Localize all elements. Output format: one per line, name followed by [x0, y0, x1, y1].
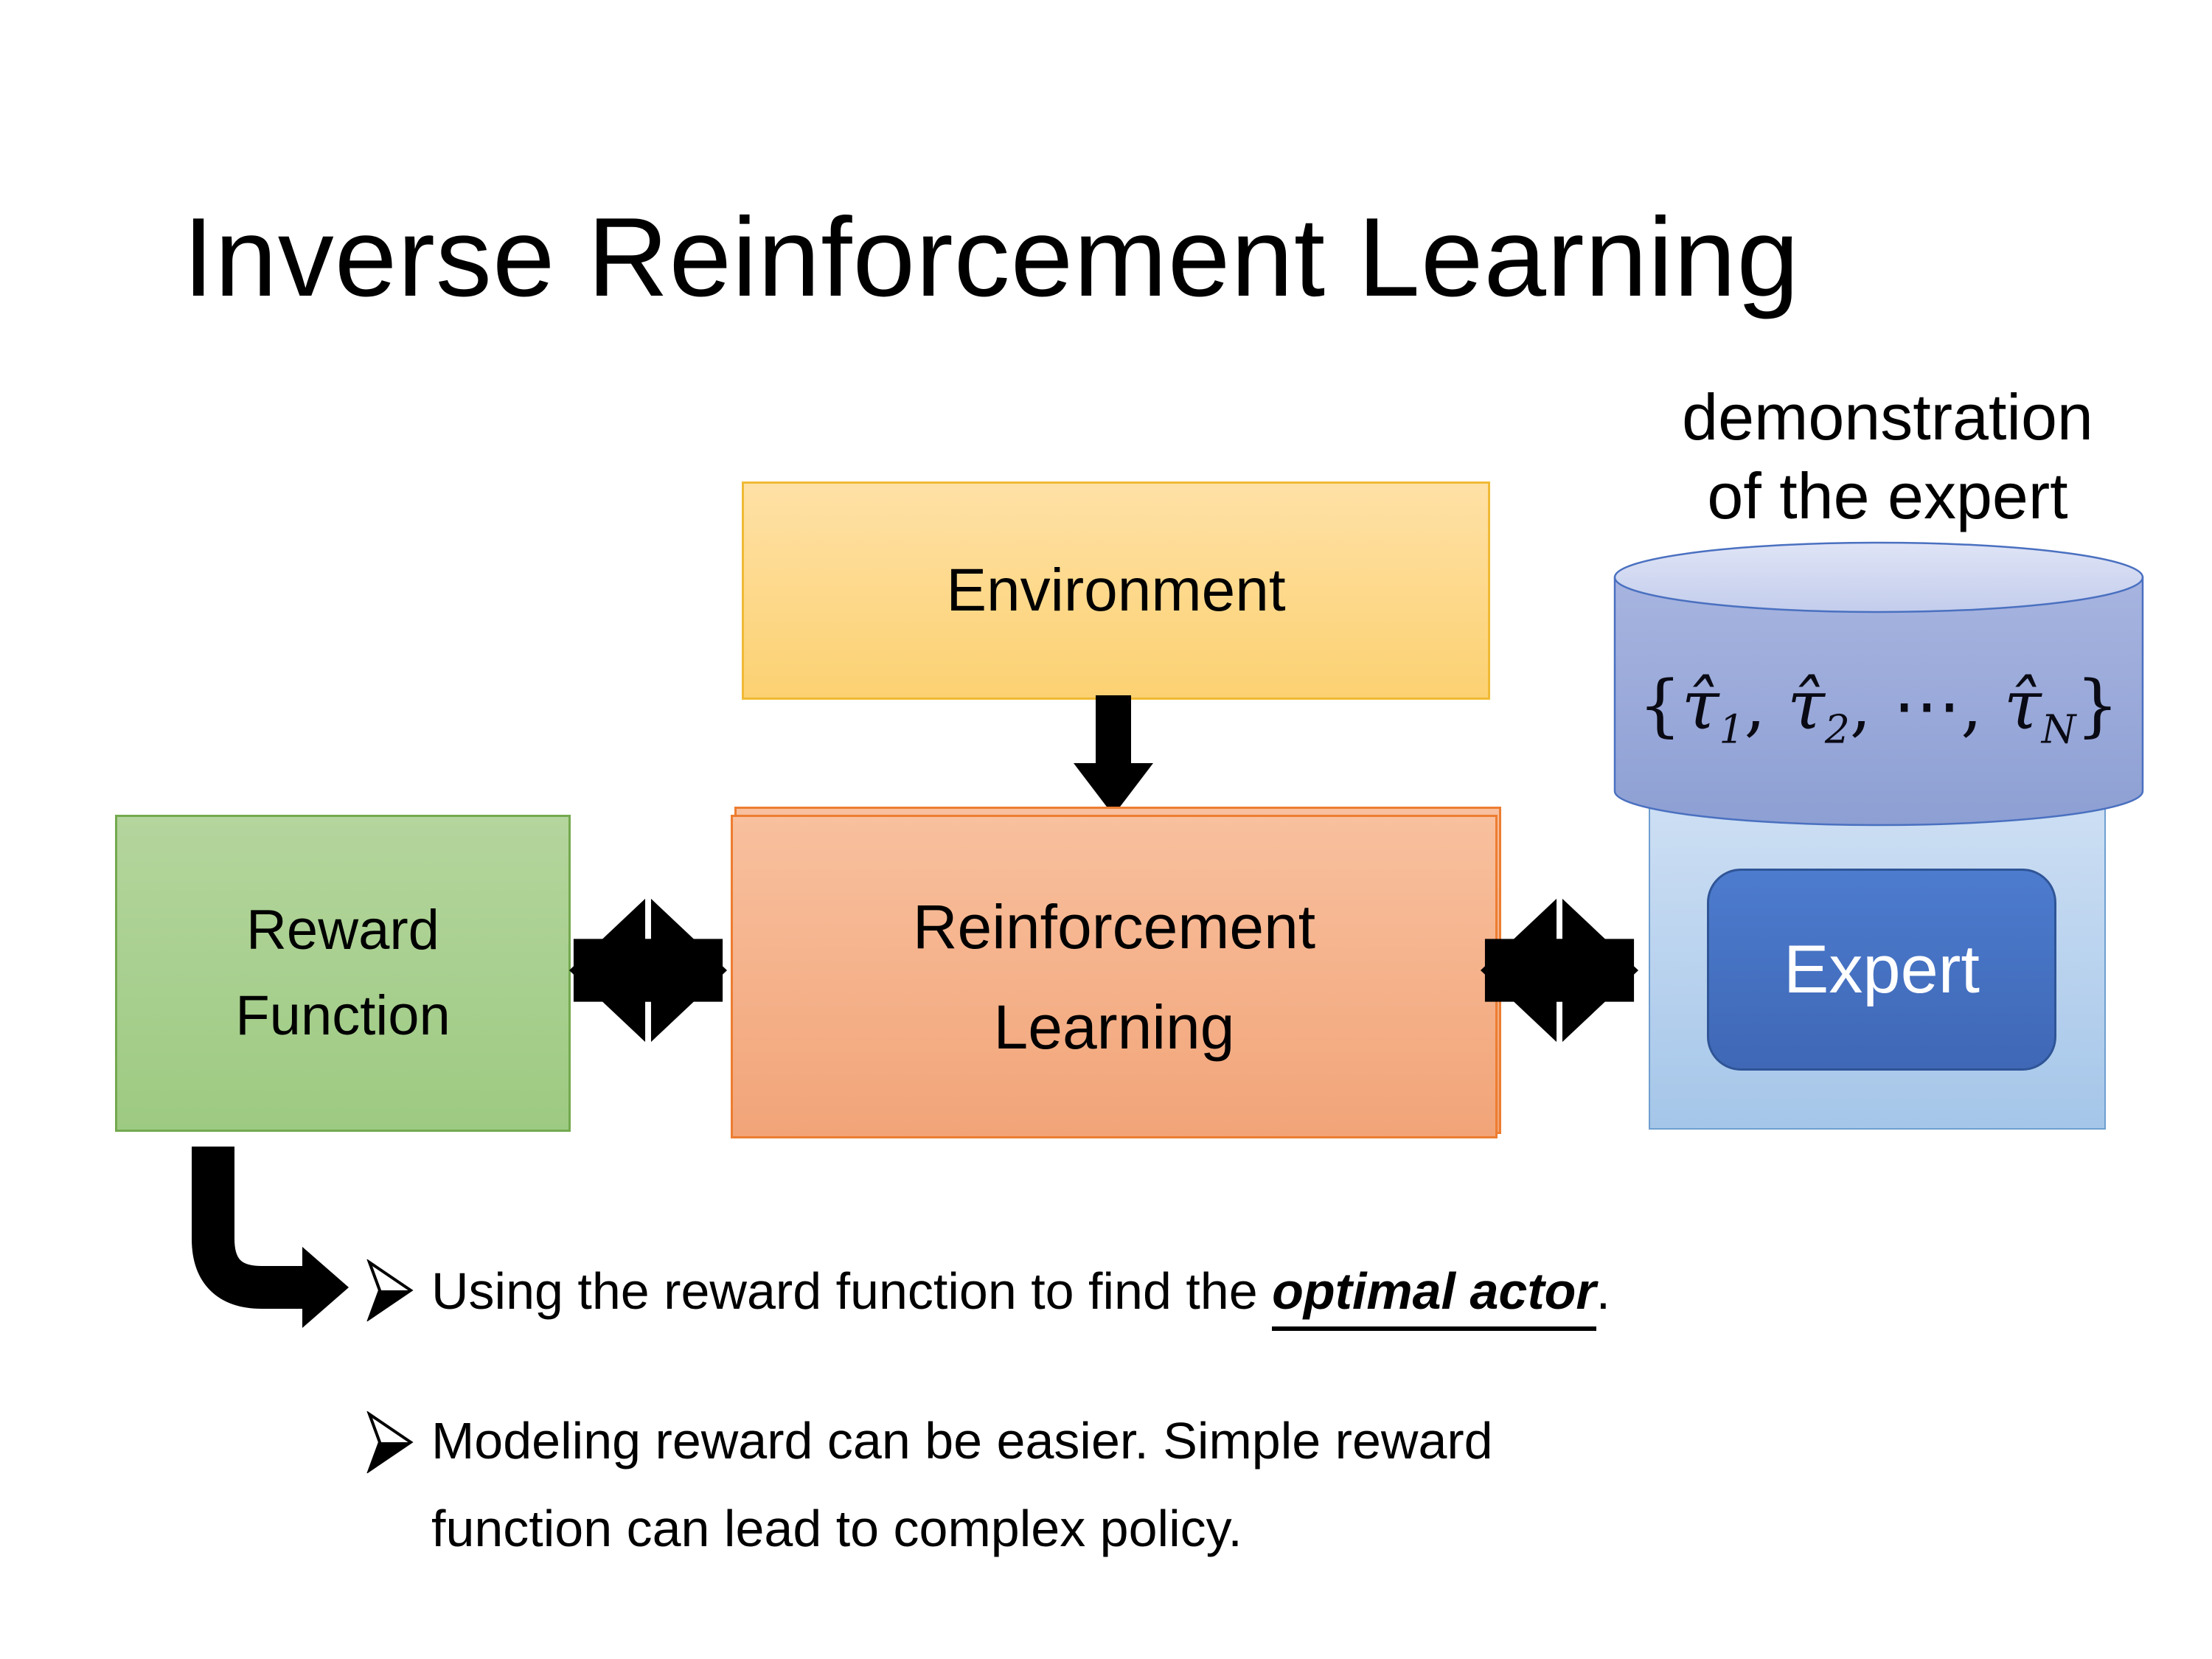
environment-box: Environment [742, 481, 1490, 700]
reinforcement-learning-box: Reinforcement Learning [731, 815, 1498, 1138]
trajectory-database-cylinder-icon [1613, 541, 2144, 827]
double-arrow-left-icon [568, 898, 728, 1043]
bullet1-prefix: Using the reward function to find the [431, 1262, 1273, 1320]
reward-label-line2: Function [235, 984, 451, 1047]
bent-arrow-icon [192, 1147, 349, 1328]
trajectory-set-formula: {τ̂1, τ̂2, ⋯, τ̂N} [1638, 666, 2119, 753]
reward-function-box: Reward Function [115, 815, 571, 1132]
page-title: Inverse Reinforcement Learning [183, 195, 1800, 320]
demonstration-label-line1: demonstration [1682, 380, 2093, 453]
bullet2-line1: Modeling reward can be easier. Simple re… [431, 1412, 1493, 1470]
down-arrow-icon [1074, 695, 1153, 815]
bullet1-emphasis: optimal actor [1272, 1262, 1596, 1331]
bullet-item-2: Modeling reward can be easier. Simple re… [431, 1397, 1493, 1573]
demonstration-label-line2: of the expert [1707, 459, 2068, 532]
bullet2-line2: function can lead to complex policy. [431, 1500, 1242, 1557]
environment-label: Environment [946, 557, 1286, 624]
bullet-marker-icon [366, 1259, 414, 1321]
bullet-item-1: Using the reward function to find the op… [431, 1248, 1610, 1335]
demonstration-label: demonstration of the expert [1607, 378, 2168, 535]
rl-label-line1: Reinforcement [912, 891, 1316, 961]
expert-box: Expert [1707, 869, 2056, 1071]
rl-label-line2: Learning [993, 992, 1235, 1062]
bullet-marker-icon [366, 1411, 414, 1473]
reward-label-line1: Reward [246, 899, 439, 961]
bullet1-suffix: . [1596, 1262, 1611, 1320]
expert-label: Expert [1784, 931, 1980, 1007]
double-arrow-right-icon [1480, 898, 1639, 1043]
